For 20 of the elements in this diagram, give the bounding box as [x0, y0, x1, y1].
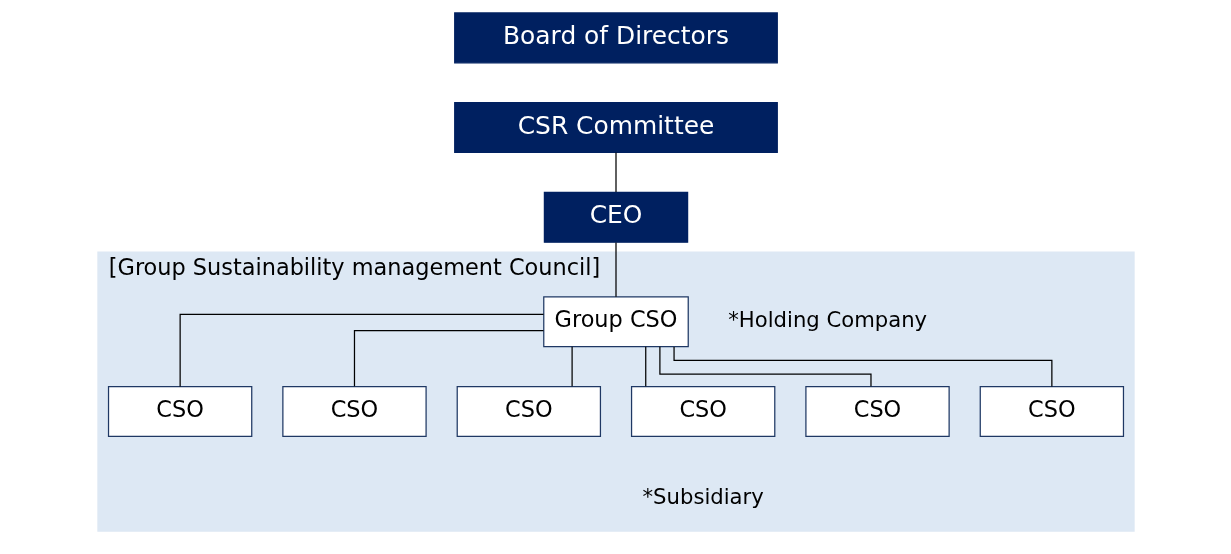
connector: [658, 346, 872, 387]
connector: [672, 346, 1052, 388]
node-box: CSO: [804, 385, 950, 438]
connector: [353, 329, 544, 387]
node-box: CSO: [281, 385, 427, 438]
node-box: CEO: [543, 191, 688, 243]
connector: [570, 346, 573, 387]
node-label: *Subsidiary: [642, 483, 764, 509]
node-box: CSO: [456, 385, 601, 438]
connector: [179, 313, 544, 388]
node-box: CSO: [630, 385, 775, 438]
node-label: *Holding Company: [727, 306, 927, 332]
connector: [644, 346, 646, 387]
connector: [614, 151, 617, 193]
node-box: Board of Directors: [453, 12, 778, 64]
node-box: Group CSO: [542, 296, 689, 348]
node-box: CSO: [107, 385, 252, 438]
connector: [614, 241, 617, 298]
node-box: CSO: [979, 385, 1124, 438]
node-box: CSR Committee: [453, 102, 778, 154]
